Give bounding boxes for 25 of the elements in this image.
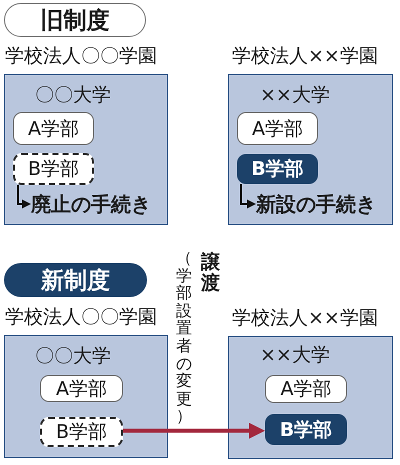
department-box: A学部 — [40, 375, 123, 402]
department-box: B学部 — [265, 414, 347, 445]
organization-heading: 学校法人〇〇学園 — [5, 305, 157, 329]
vertical-note: （学部設置者の変更） — [176, 249, 192, 425]
procedure-label: 廃止の手続き — [31, 191, 165, 217]
arrow — [123, 422, 265, 439]
department-box: A学部 — [265, 375, 347, 403]
department-box: B学部 — [237, 154, 318, 184]
organization-heading: 学校法人〇〇学園 — [5, 44, 157, 68]
heading-pill: 旧制度 — [4, 3, 146, 37]
organization-heading: 学校法人××学園 — [232, 306, 378, 330]
procedure-label: 新設の手続き — [256, 191, 388, 217]
arrow — [240, 184, 256, 208]
department-box: A学部 — [237, 112, 318, 145]
organization-heading: 学校法人××学園 — [232, 44, 378, 68]
heading-pill: 新制度 — [4, 263, 147, 297]
department-box: A学部 — [13, 112, 94, 145]
university-title: ××大学 — [260, 344, 330, 366]
dashed-department-box: B学部 — [13, 153, 94, 185]
dashed-department-box: B学部 — [40, 417, 123, 447]
university-title: 〇〇大学 — [35, 345, 111, 367]
arrow — [17, 185, 31, 208]
university-title: ××大学 — [260, 84, 330, 106]
vertical-label: 譲渡 — [201, 252, 220, 294]
university-title: 〇〇大学 — [35, 84, 111, 106]
